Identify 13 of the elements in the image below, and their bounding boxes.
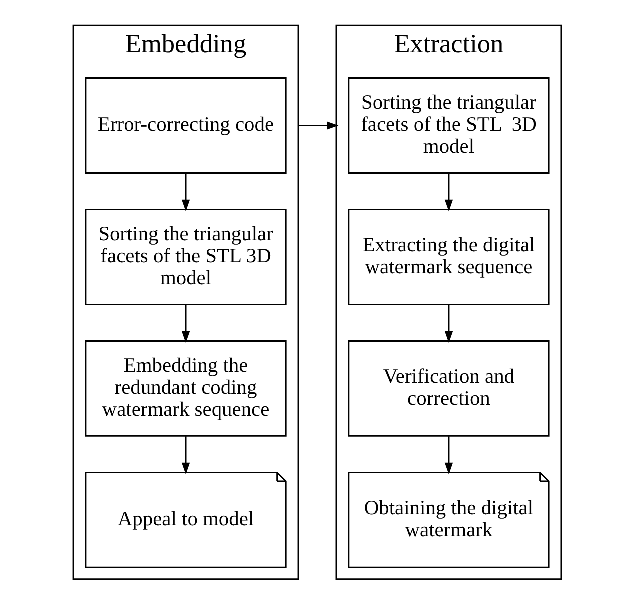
- arrow: [444, 305, 453, 344]
- node-box: Sorting the triangular facets of the STL 3D model: [84, 209, 286, 306]
- arrow: [181, 174, 190, 212]
- node-box: Sorting the triangular facets of the STL 3D model: [348, 78, 550, 174]
- node-box: Embedding the redundant coding watermark sequence: [84, 340, 286, 437]
- node-box: Error-correcting code: [84, 78, 286, 174]
- arrow: [444, 436, 453, 475]
- node-box: Verification and correction: [348, 340, 550, 437]
- arrow: [181, 436, 190, 475]
- node-box: Extracting the digital watermark sequence: [348, 209, 550, 306]
- arrow: [181, 305, 190, 344]
- arrow: [444, 174, 453, 212]
- arrow: [298, 122, 338, 130]
